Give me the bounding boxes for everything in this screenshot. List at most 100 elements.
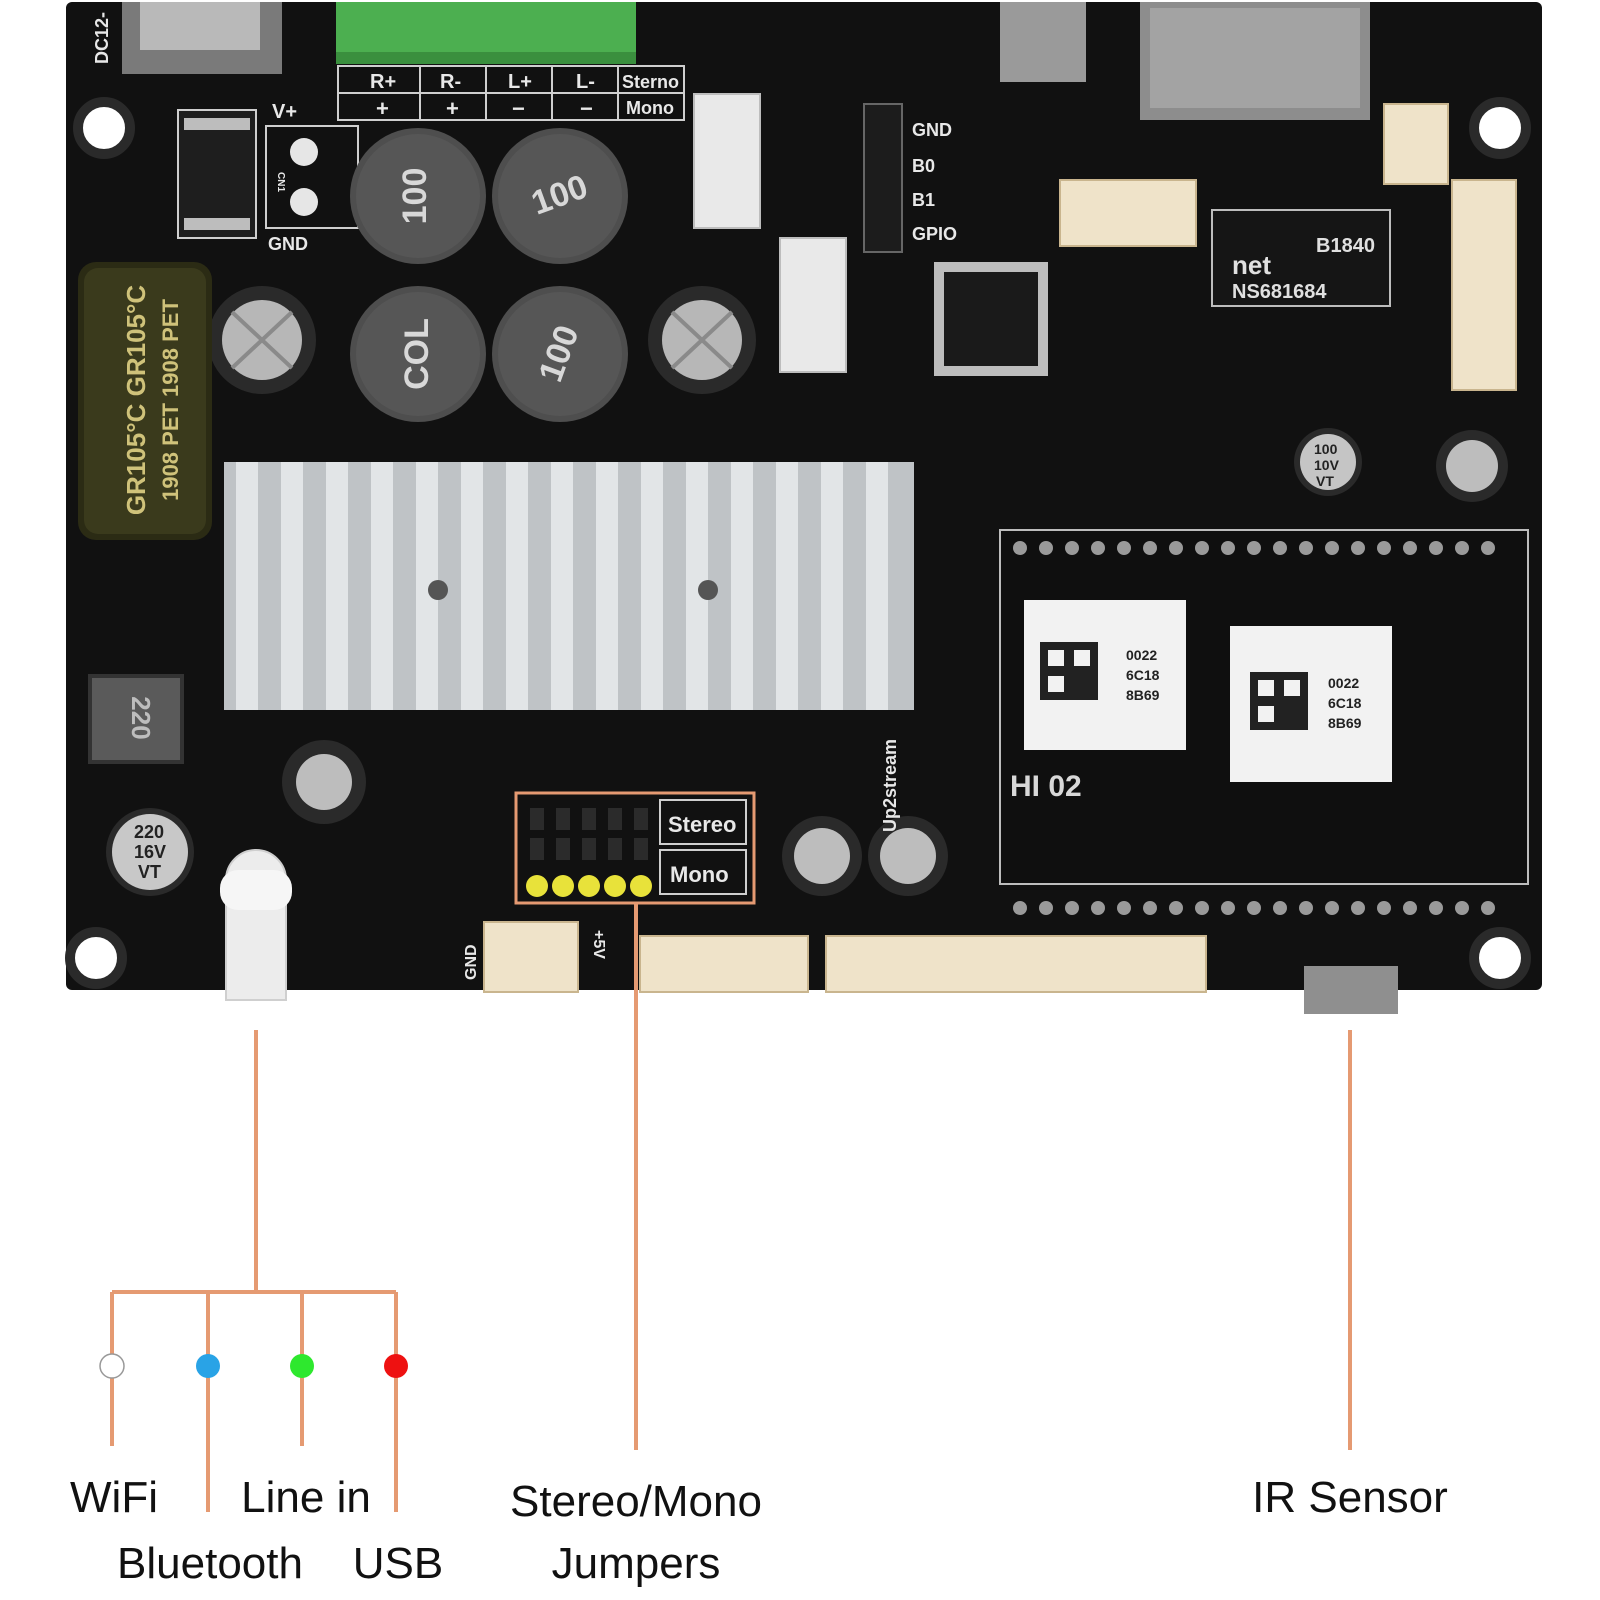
connector-gnd-label: GND <box>463 944 480 980</box>
inductor-1-label: 100 <box>396 168 434 225</box>
terminal-label-l-minus: L- <box>576 71 595 93</box>
ethernet-chip: B1840 net NS681684 <box>1211 209 1391 307</box>
module-pin <box>1429 541 1443 555</box>
power-cn-label: CN1 <box>275 172 286 192</box>
jumper-pins <box>526 808 652 897</box>
module-pin <box>1221 541 1235 555</box>
module-pin <box>1429 901 1443 915</box>
module-pin <box>1091 541 1105 555</box>
status-led <box>220 849 292 1001</box>
jumper-pin-gold <box>630 875 652 897</box>
module-pin <box>1299 901 1313 915</box>
module-pin <box>1455 901 1469 915</box>
top-right-metal-parts <box>1000 2 1370 120</box>
cap-right-type: VT <box>1316 473 1334 489</box>
jumper-pin-gold <box>552 875 574 897</box>
inductor-2: 100 <box>492 128 628 264</box>
label-line-in: Line in <box>241 1473 371 1522</box>
mounting-hole-top-right <box>1469 97 1531 159</box>
mounting-hole-top-left <box>73 97 135 159</box>
led-color-dots <box>99 1353 408 1379</box>
terminal-label-r-plus: R+ <box>370 71 396 93</box>
jumper-pin <box>556 808 570 830</box>
main-capacitor: GR105°C GR105°C 1908 PET 1908 PET <box>78 262 212 540</box>
jumper-pin <box>582 808 596 830</box>
module-pin <box>1169 541 1183 555</box>
heatsink-fin <box>236 462 258 710</box>
terminal-label-r-minus: R- <box>440 71 461 93</box>
terminal-mode-stereo: Sterno <box>622 72 679 92</box>
jumper-pin-gold <box>604 875 626 897</box>
module-pin <box>1325 541 1339 555</box>
module-pin <box>1377 541 1391 555</box>
jumper-pin <box>608 838 622 860</box>
module-pin <box>1481 901 1495 915</box>
jumper-pin <box>582 838 596 860</box>
terminal-sign-4: − <box>580 96 593 121</box>
label-bluetooth: Bluetooth <box>117 1539 303 1588</box>
cap-right-voltage: 10V <box>1314 457 1340 473</box>
cap-right: 100 10V VT <box>1294 428 1508 502</box>
bottom-connectors: GND +5V <box>463 921 1398 1014</box>
label-wifi: WiFi <box>70 1473 158 1522</box>
jumper-pin <box>530 838 544 860</box>
main-capacitor-text-2: 1908 PET 1908 PET <box>158 299 183 501</box>
power-input-area: V+ GND CN1 <box>177 101 359 254</box>
heatsink-fin <box>596 462 618 710</box>
qr-right-line-3: 8B69 <box>1328 715 1362 731</box>
mounting-holes <box>65 97 1531 989</box>
mounting-hole-bottom-left <box>65 927 127 989</box>
module-pin <box>1247 541 1261 555</box>
heatsink-fin <box>326 462 348 710</box>
module-pin <box>1065 541 1079 555</box>
led-dot-wifi <box>99 1353 125 1379</box>
mounting-hole-bottom-right <box>1469 927 1531 989</box>
label-jumpers: Jumpers <box>552 1539 721 1588</box>
module-pin <box>1013 901 1027 915</box>
module-pin <box>1221 901 1235 915</box>
main-capacitor-text-1: GR105°C GR105°C <box>121 285 151 516</box>
label-ir-sensor: IR Sensor <box>1252 1473 1448 1522</box>
cap-right-value: 100 <box>1314 441 1338 457</box>
jumper-label-mono: Mono <box>670 862 729 887</box>
main-processor-chip <box>934 262 1048 376</box>
module-pin <box>1299 541 1313 555</box>
callout-labels: WiFi Bluetooth Line in USB Stereo/Mono J… <box>70 1473 1448 1588</box>
label-usb: USB <box>353 1539 443 1588</box>
heatsink-fin <box>281 462 303 710</box>
callouts <box>110 903 1352 1512</box>
heatsink-fin <box>776 462 798 710</box>
led-dot-linein <box>290 1354 314 1378</box>
module-pin <box>1273 901 1287 915</box>
module-pin <box>1377 901 1391 915</box>
module-pin <box>1195 901 1209 915</box>
electrolytic-caps-top <box>208 286 756 394</box>
brand-label: Up2stream <box>880 739 900 832</box>
module-pin <box>1481 541 1495 555</box>
heatsink-fin <box>731 462 753 710</box>
qr-left-line-2: 6C18 <box>1126 667 1160 683</box>
inductor-1: 100 <box>350 128 486 264</box>
pcb-board: DC12- R+ R- L+ L- Sterno + + − − Mono <box>65 2 1542 1014</box>
module-pin <box>1195 541 1209 555</box>
programming-header: GND B0 B1 GPIO <box>863 103 957 253</box>
power-gnd-label: GND <box>268 234 308 254</box>
module-pin <box>1325 901 1339 915</box>
jumper-pin-gold <box>578 875 600 897</box>
speaker-terminal: R+ R- L+ L- Sterno + + − − Mono <box>336 2 685 121</box>
inductor-4: 100 <box>492 286 628 422</box>
module-pin <box>1273 541 1287 555</box>
heatsink-fin <box>686 462 708 710</box>
led-dot-bluetooth <box>196 1354 220 1378</box>
terminal-sign-3: − <box>512 96 525 121</box>
module-pin <box>1351 541 1365 555</box>
terminal-sign-2: + <box>446 96 459 121</box>
module-pin <box>1351 901 1365 915</box>
wifi-module: 0022 6C18 8B69 0022 6C18 8B69 HI 02 <box>999 529 1529 915</box>
inductor-left-label: 220 <box>126 696 156 739</box>
jumper-pin <box>634 838 648 860</box>
jumper-pin <box>530 808 544 830</box>
heatsink-fins <box>236 462 888 710</box>
